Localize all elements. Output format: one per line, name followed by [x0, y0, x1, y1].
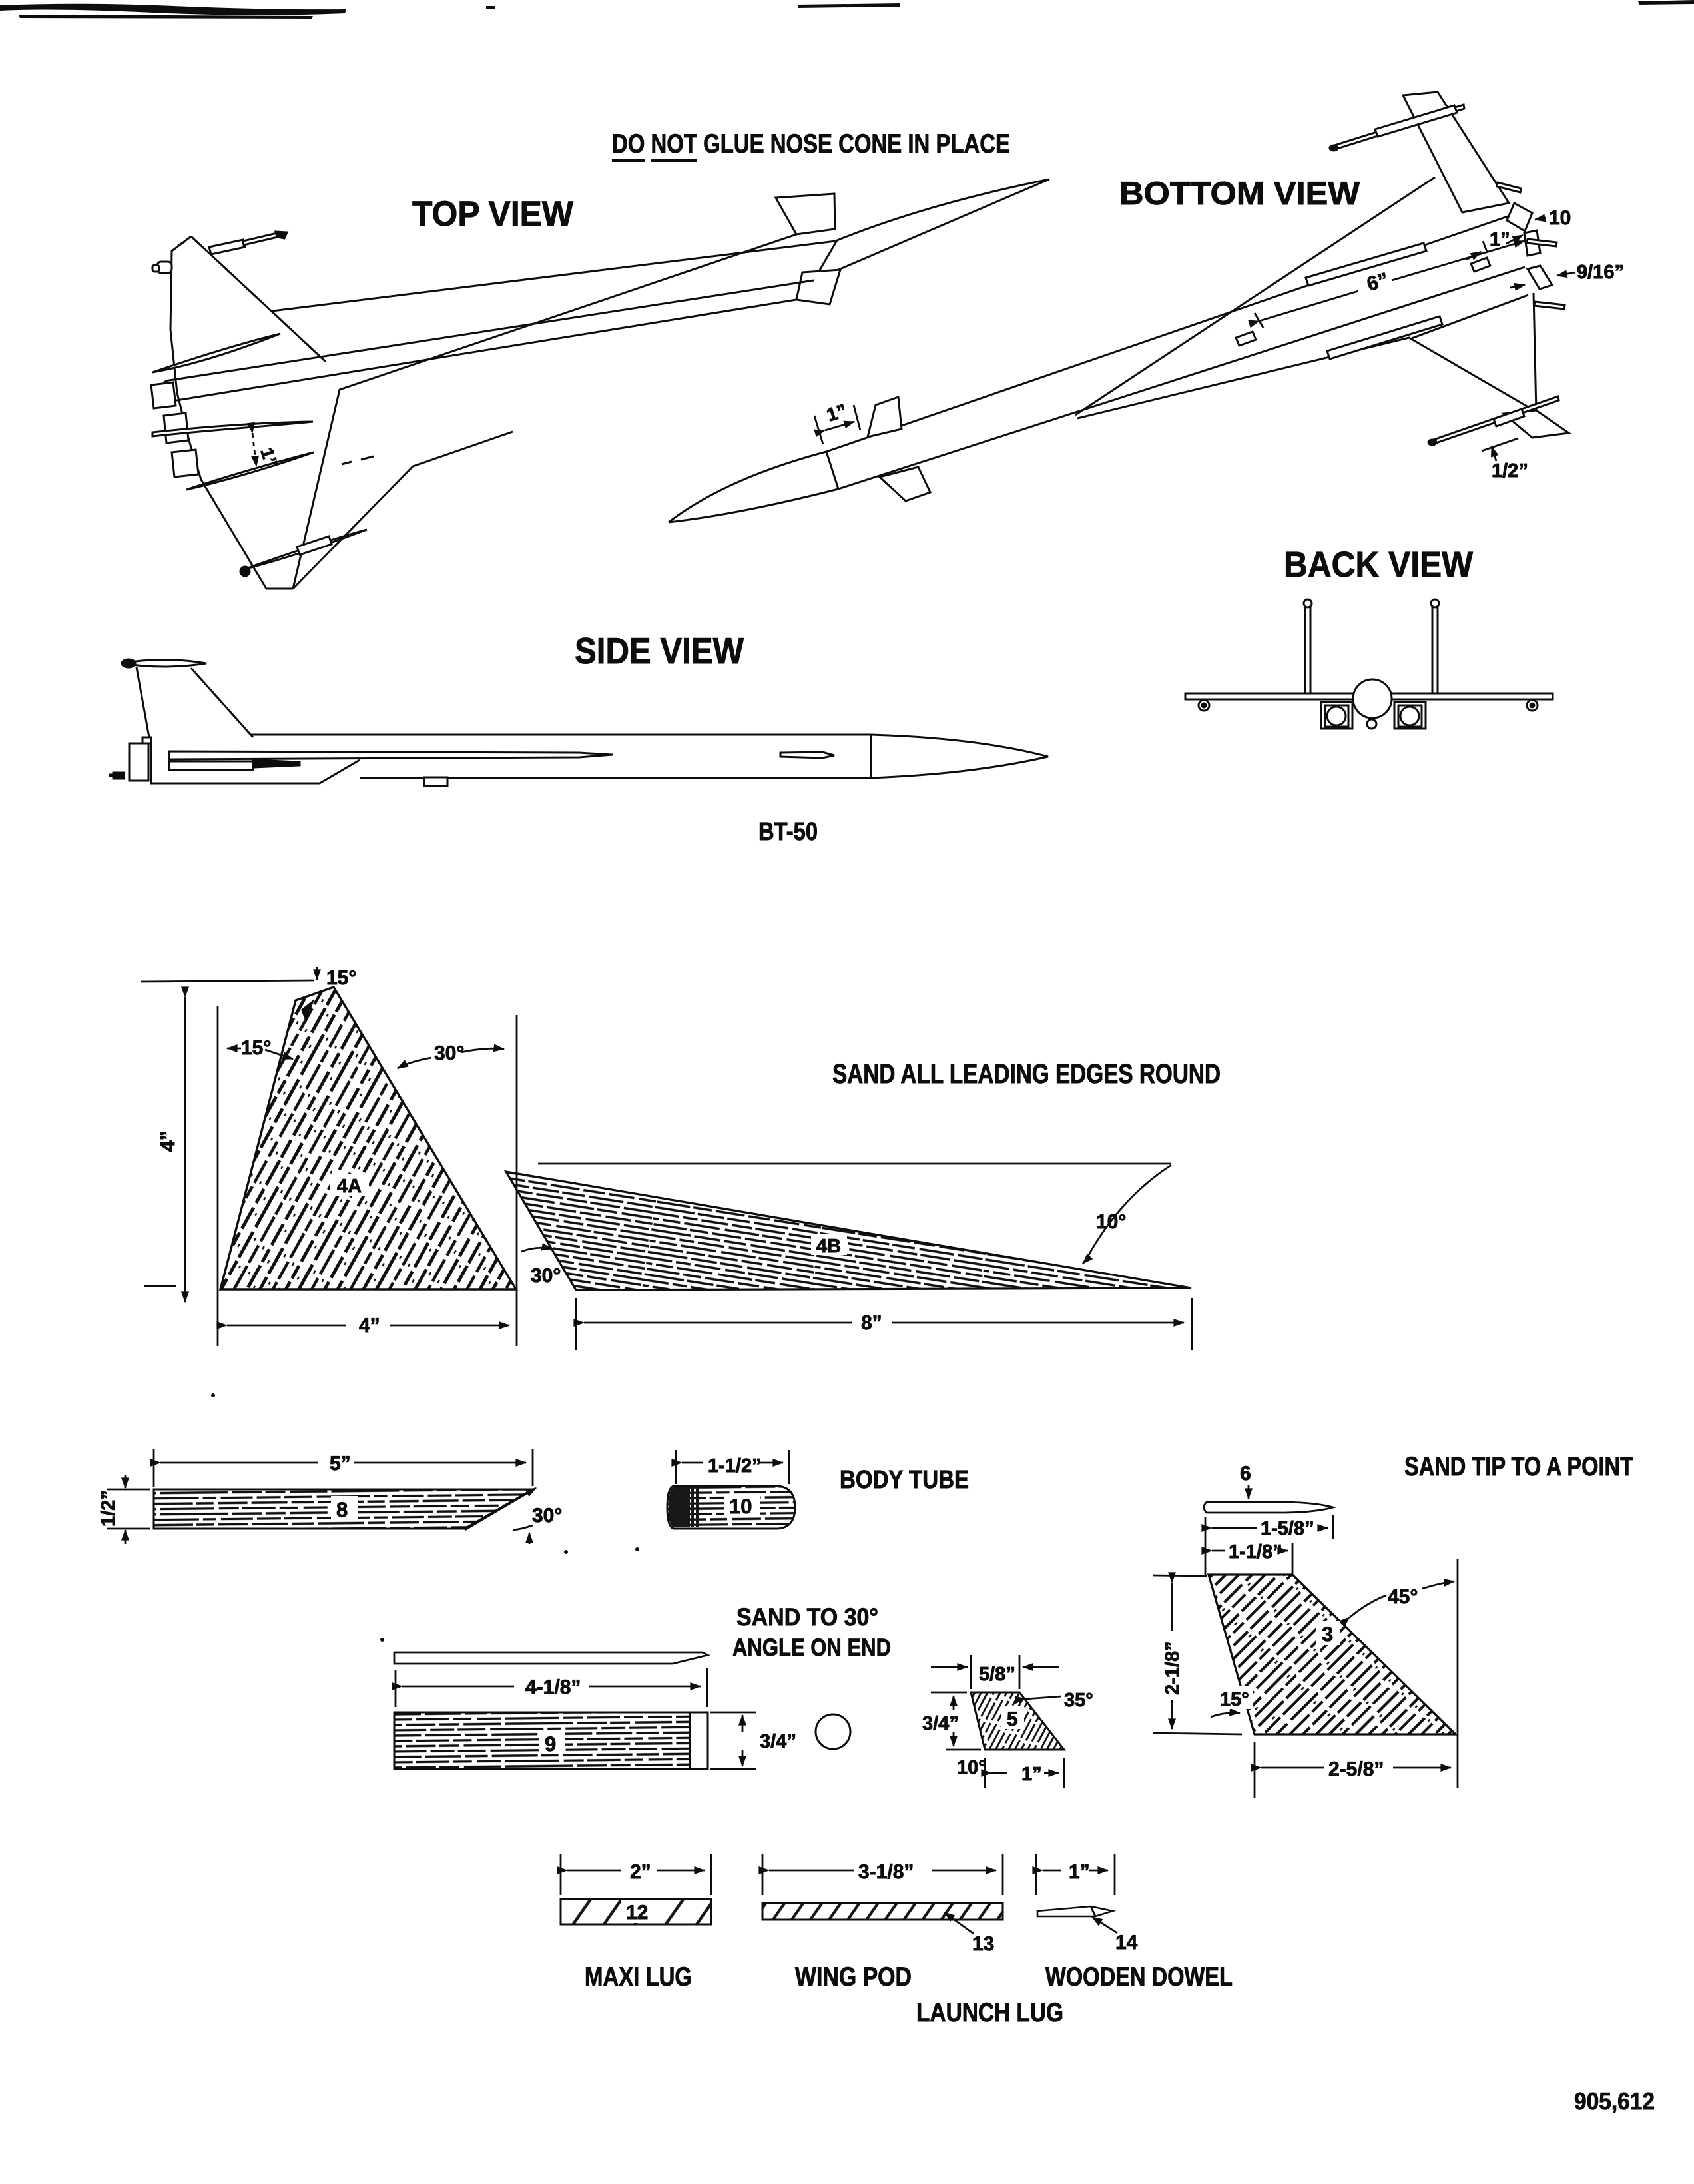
svg-text:LAUNCH LUG: LAUNCH LUG	[916, 1998, 1063, 2027]
svg-text:4”: 4”	[157, 1130, 179, 1152]
svg-text:6: 6	[1240, 1463, 1251, 1485]
svg-text:1/2”: 1/2”	[1492, 460, 1528, 482]
svg-text:1-1/2”: 1-1/2”	[708, 1455, 762, 1477]
svg-text:1”: 1”	[1021, 1764, 1042, 1785]
svg-text:4-1/8”: 4-1/8”	[525, 1676, 581, 1698]
svg-text:BT-50: BT-50	[758, 818, 818, 846]
svg-text:DO NOT GLUE NOSE CONE IN PLACE: DO NOT GLUE NOSE CONE IN PLACE	[612, 129, 1010, 159]
svg-text:TOP VIEW: TOP VIEW	[412, 194, 573, 234]
svg-text:30°: 30°	[434, 1042, 464, 1064]
svg-text:2-5/8”: 2-5/8”	[1328, 1758, 1384, 1780]
svg-text:4A: 4A	[337, 1176, 362, 1197]
svg-text:3-1/8”: 3-1/8”	[858, 1861, 914, 1883]
svg-text:30°: 30°	[532, 1505, 562, 1527]
svg-text:8”: 8”	[861, 1312, 882, 1334]
svg-text:WING POD: WING POD	[795, 1962, 912, 1992]
svg-text:1/2”: 1/2”	[98, 1490, 119, 1527]
svg-text:BODY TUBE: BODY TUBE	[840, 1466, 969, 1494]
svg-text:1”: 1”	[1490, 229, 1510, 250]
svg-text:5: 5	[1007, 1708, 1018, 1730]
svg-text:10: 10	[729, 1495, 752, 1518]
svg-text:1-1/8”: 1-1/8”	[1229, 1541, 1282, 1563]
svg-text:BOTTOM VIEW: BOTTOM VIEW	[1119, 176, 1360, 212]
svg-text:5/8”: 5/8”	[979, 1664, 1015, 1685]
svg-text:8: 8	[336, 1498, 348, 1521]
svg-text:9: 9	[545, 1732, 556, 1756]
svg-text:ANGLE ON END: ANGLE ON END	[732, 1634, 891, 1661]
svg-text:1”: 1”	[1069, 1861, 1090, 1883]
svg-text:1-5/8”: 1-5/8”	[1261, 1518, 1314, 1539]
svg-text:3/4”: 3/4”	[922, 1713, 959, 1734]
svg-text:3: 3	[1322, 1623, 1333, 1646]
svg-text:MAXI LUG: MAXI LUG	[585, 1962, 692, 1992]
svg-text:14: 14	[1115, 1932, 1138, 1954]
svg-text:10: 10	[1549, 207, 1571, 229]
svg-text:13: 13	[972, 1933, 994, 1955]
svg-text:35°: 35°	[1064, 1690, 1093, 1711]
svg-text:10°: 10°	[1096, 1211, 1126, 1233]
svg-text:2-1/8”: 2-1/8”	[1162, 1641, 1183, 1695]
svg-text:4B: 4B	[816, 1236, 841, 1257]
svg-text:905,612: 905,612	[1574, 2087, 1655, 2115]
svg-text:SAND TIP TO A POINT: SAND TIP TO A POINT	[1404, 1452, 1633, 1481]
svg-text:15°: 15°	[326, 967, 356, 989]
svg-text:12: 12	[626, 1902, 648, 1924]
svg-text:5”: 5”	[330, 1453, 351, 1475]
svg-text:15°: 15°	[241, 1037, 271, 1059]
svg-text:WOODEN DOWEL: WOODEN DOWEL	[1045, 1962, 1233, 1992]
svg-text:SAND ALL LEADING EDGES ROUND: SAND ALL LEADING EDGES ROUND	[832, 1058, 1221, 1089]
svg-text:10°: 10°	[957, 1757, 986, 1778]
svg-text:9/16”: 9/16”	[1577, 262, 1624, 283]
svg-text:45°: 45°	[1388, 1586, 1418, 1608]
svg-text:2”: 2”	[630, 1861, 651, 1883]
svg-text:30°: 30°	[531, 1265, 561, 1287]
svg-text:4”: 4”	[359, 1315, 380, 1337]
svg-text:3/4”: 3/4”	[760, 1731, 796, 1752]
svg-text:SIDE VIEW: SIDE VIEW	[575, 630, 744, 671]
svg-text:15°: 15°	[1220, 1689, 1249, 1710]
svg-text:BACK VIEW: BACK VIEW	[1284, 545, 1473, 585]
svg-text:SAND TO 30°: SAND TO 30°	[736, 1603, 878, 1631]
